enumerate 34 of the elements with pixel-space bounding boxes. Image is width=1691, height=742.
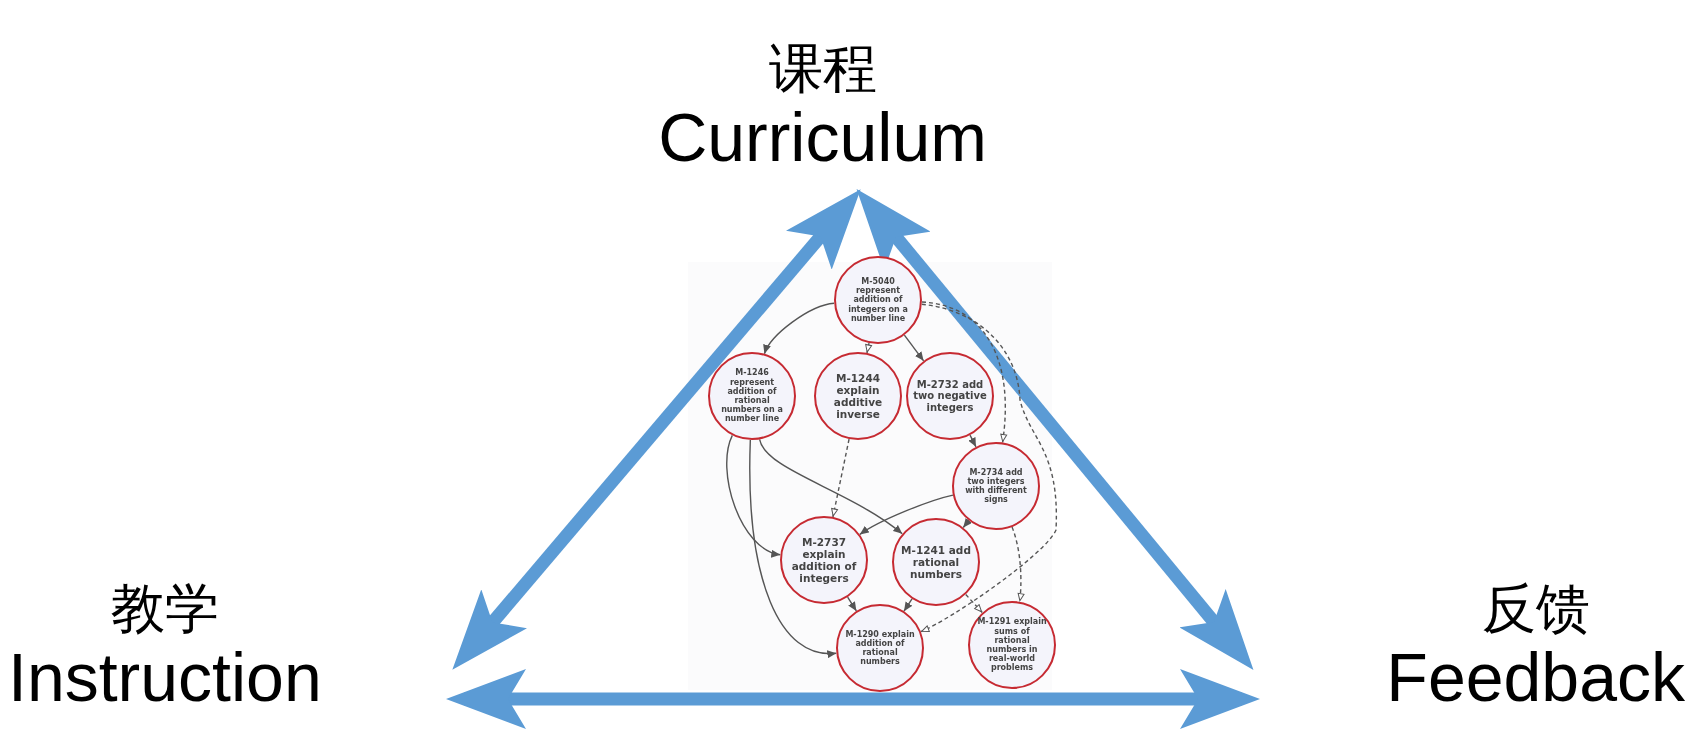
arrow — [758, 438, 903, 535]
arrow — [903, 334, 925, 362]
chinese-heading: 课程 — [768, 38, 877, 101]
english-heading: Curriculum — [658, 100, 987, 175]
arrow — [903, 598, 913, 612]
skill-label: M-1246 represent addition of rational numbers on a number line — [720, 368, 784, 424]
skill-label: M-2734 add two integers with different signs — [964, 467, 1028, 505]
skill-label: M-1244 explain additive inverse — [832, 371, 884, 421]
arrow — [846, 596, 858, 612]
english-heading: Feedback — [1386, 639, 1685, 715]
dashed-arrow — [965, 593, 983, 614]
arrow — [962, 517, 972, 529]
arrow — [763, 302, 835, 355]
skill-label: M-5040 represent addition of integers on a number line — [847, 277, 909, 323]
arrow — [859, 494, 954, 536]
double-arrow — [446, 669, 1260, 729]
chinese-heading: 反馈 — [1481, 577, 1590, 640]
arrow — [726, 434, 781, 557]
skill-label: M-1291 explain sums of rational numbers in real-world problems — [976, 617, 1048, 673]
dashed-arrow — [1011, 526, 1025, 603]
skill-label: M-1241 add rational numbers — [900, 543, 972, 581]
skill-label: M-2737 explain addition of integers — [790, 535, 858, 585]
dashed-arrow — [921, 301, 1007, 444]
english-heading: Instruction — [8, 639, 322, 715]
double-arrow — [856, 189, 1254, 670]
dashed-arrow — [920, 303, 1057, 633]
arrow — [749, 439, 837, 658]
double-arrow — [452, 189, 861, 670]
dashed-arrow — [865, 342, 873, 354]
chinese-heading: 教学 — [110, 577, 219, 640]
arrow — [968, 434, 977, 448]
skill-label: M-2732 add two negative integers — [912, 378, 988, 414]
dashed-arrow — [831, 438, 850, 518]
skill-label: M-1290 explain addition of rational numbers — [844, 629, 916, 667]
